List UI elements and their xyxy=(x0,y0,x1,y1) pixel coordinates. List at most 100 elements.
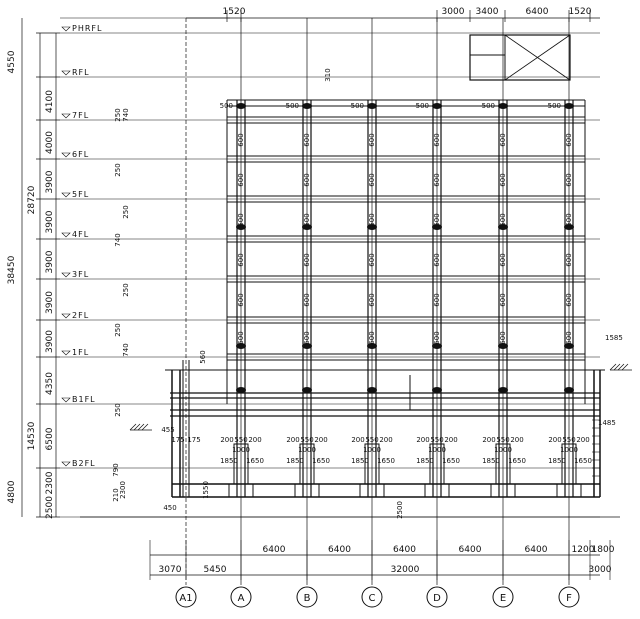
frame-layer xyxy=(80,34,632,518)
joint-marker xyxy=(302,224,312,230)
axis-bubble xyxy=(426,586,448,608)
column-section-label: 600 xyxy=(303,213,311,226)
beam-depth-label: 250 xyxy=(114,163,122,176)
pile-label: 200 xyxy=(248,436,261,444)
axis-bubble xyxy=(492,586,514,608)
joint-marker xyxy=(432,224,442,230)
foundation-block xyxy=(490,483,516,498)
floor-label: PHRFL xyxy=(72,24,102,33)
foundation-block xyxy=(424,483,450,498)
grid-layer xyxy=(60,17,600,585)
axis-label: A1 xyxy=(179,593,192,604)
pile-label: 1850 xyxy=(416,457,434,465)
bay-dim: 6400 xyxy=(393,545,416,555)
pile-label: 1650 xyxy=(508,457,526,465)
pile-label: 200 xyxy=(510,436,523,444)
left-dim: 3070 xyxy=(159,565,182,575)
pile-label: 1650 xyxy=(442,457,460,465)
joint-marker xyxy=(236,387,246,393)
column-section-label: 600 xyxy=(303,331,311,344)
misc-label: 790 xyxy=(112,463,120,476)
joint-marker xyxy=(432,343,442,349)
end-dim: 1800 xyxy=(592,545,615,555)
pile-label: 200 xyxy=(314,436,327,444)
beam-depth-label: 740 xyxy=(114,233,122,246)
bay-dim: 6400 xyxy=(459,545,482,555)
penthouse-frame xyxy=(469,34,571,81)
pile-label: 550 xyxy=(562,436,575,444)
pile-label: 1000 xyxy=(494,446,512,454)
joint-marker xyxy=(564,224,574,230)
column-section-label: 600 xyxy=(565,213,573,226)
floor-label: 1FL xyxy=(72,348,89,357)
left-dim: 5450 xyxy=(204,565,227,575)
column-section-label: 600 xyxy=(565,173,573,186)
level-marker-icon xyxy=(61,272,71,278)
floor-height-dim: 2500 xyxy=(45,496,55,519)
beam-depth-label: 740 xyxy=(122,108,130,121)
floor-height-dim: 4000 xyxy=(45,131,55,154)
right-dim: 3000 xyxy=(589,565,612,575)
pile-label: 550 xyxy=(430,436,443,444)
misc-label: 2500 xyxy=(396,501,404,519)
pile-label: 200 xyxy=(351,436,364,444)
column-section-label: 600 xyxy=(499,133,507,146)
column-section-label: 600 xyxy=(565,253,573,266)
bay-dim: 6400 xyxy=(263,545,286,555)
column-section-label: 600 xyxy=(237,331,245,344)
column-section-label: 600 xyxy=(499,293,507,306)
level-marker-icon xyxy=(61,192,71,198)
pile-label: 1000 xyxy=(232,446,250,454)
column-section-label: 600 xyxy=(237,133,245,146)
pile-label: 1850 xyxy=(548,457,566,465)
beam-depth-label: 250 xyxy=(114,108,122,121)
ground-hatch-icon xyxy=(613,363,621,371)
floor-label: 4FL xyxy=(72,230,89,239)
level-marker-icon xyxy=(61,461,71,467)
column-section-label: 600 xyxy=(368,293,376,306)
pile-label: 1000 xyxy=(560,446,578,454)
foundation-block xyxy=(228,483,254,498)
misc-label: 1485 xyxy=(598,419,616,427)
total-dim-upper: 4550 xyxy=(7,50,17,73)
joint-marker xyxy=(498,224,508,230)
floor-height-dim: 3900 xyxy=(45,291,55,314)
column-section-label: 600 xyxy=(368,213,376,226)
beam-depth-label: 250 xyxy=(122,283,130,296)
pile-label: 200 xyxy=(548,436,561,444)
column-top-label: 500 xyxy=(351,102,364,110)
level-marker-icon xyxy=(61,70,71,76)
misc-label: 1585 xyxy=(605,334,623,342)
floor-label: 3FL xyxy=(72,270,89,279)
column-top-label: 500 xyxy=(482,102,495,110)
column-section-label: 600 xyxy=(499,213,507,226)
floor-label: B2FL xyxy=(72,459,96,468)
top-dim: 3000 xyxy=(442,7,465,17)
floor-height-dim: 6500 xyxy=(45,427,55,450)
floor-height-dim: 4100 xyxy=(45,90,55,113)
column-section-label: 600 xyxy=(565,133,573,146)
total-dim-bottom: 4800 xyxy=(7,480,17,503)
top-dim: 3400 xyxy=(476,7,499,17)
joint-marker xyxy=(302,343,312,349)
beam-depth-label: 740 xyxy=(122,343,130,356)
pile-label: 1000 xyxy=(298,446,316,454)
pile-label: 550 xyxy=(234,436,247,444)
column-top-label: 500 xyxy=(416,102,429,110)
end-dim: 1200 xyxy=(572,545,595,555)
axis-label: A xyxy=(238,593,245,604)
column-top-label: 500 xyxy=(286,102,299,110)
axis-label: D xyxy=(433,593,441,604)
joint-marker xyxy=(564,343,574,349)
floor-label: 6FL xyxy=(72,150,89,159)
pile-label: 200 xyxy=(444,436,457,444)
column-section-label: 600 xyxy=(303,253,311,266)
misc-label: 560 xyxy=(199,350,207,363)
floor-height-dim: 4350 xyxy=(45,372,55,395)
penthouse-brace xyxy=(504,34,571,81)
column-section-label: 600 xyxy=(433,133,441,146)
joint-marker xyxy=(367,103,377,109)
level-marker-icon xyxy=(61,152,71,158)
joint-marker xyxy=(367,343,377,349)
